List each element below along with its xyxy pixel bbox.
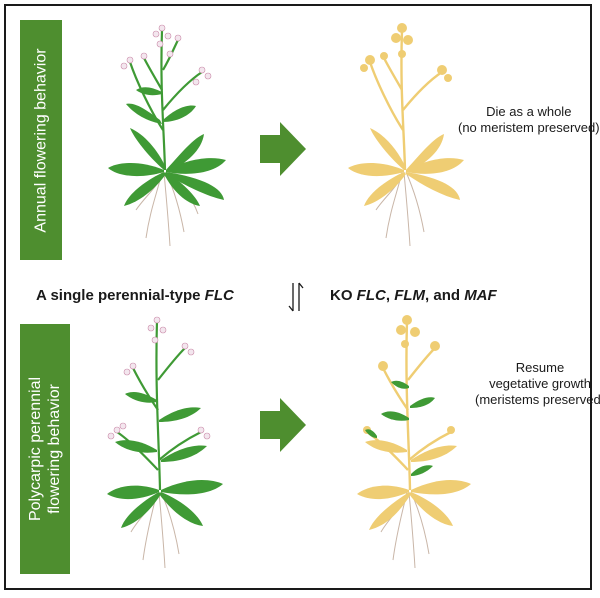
ko-genes-text: KO FLC, FLM, and MAF (330, 287, 497, 304)
top-right-arrow-icon (260, 122, 306, 176)
flower-icon (107, 316, 211, 440)
annual-label-box: Annual flowering behavior (20, 20, 62, 260)
bottom-right-arrow-icon (260, 398, 306, 452)
perennial-label-text: Polycarpic perennial flowering behavior (27, 376, 64, 522)
annual-senesced-plant (348, 23, 464, 247)
single-perennial-flc-text: A single perennial-type FLC (36, 287, 234, 304)
perennial-resumed-plant (357, 315, 471, 569)
flower-icon (120, 24, 212, 86)
annual-note: Die as a whole (no meristem preserved) (458, 104, 600, 135)
perennial-flowering-plant (107, 316, 223, 569)
figure-frame (4, 4, 592, 590)
annual-label-text: Annual flowering behavior (32, 47, 50, 233)
equilibrium-arrows-icon (288, 282, 304, 312)
annual-flowering-plant (108, 24, 226, 247)
perennial-note: Resume vegetative growth (meristems pres… (475, 360, 600, 407)
perennial-label-box: Polycarpic perennial flowering behavior (20, 324, 70, 574)
